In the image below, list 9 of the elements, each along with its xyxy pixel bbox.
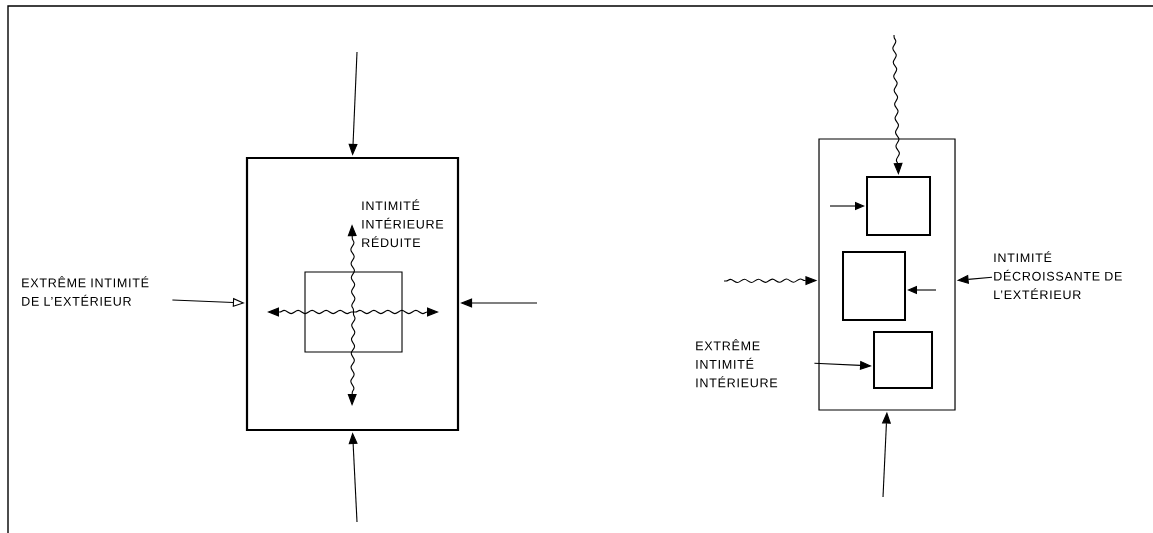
outer-box (818, 138, 956, 411)
text-label: EXTRÊME INTIMITÉ INTÉRIEURE (696, 339, 778, 388)
inner-box (873, 331, 933, 389)
inner-box (842, 251, 906, 321)
inner-box (304, 271, 403, 353)
outer-box (245, 156, 460, 432)
inner-box (866, 176, 931, 236)
text-label: INTIMITÉ DÉCROISSANTE DE L’EXTÉRIEUR (994, 251, 1122, 300)
text-label: EXTRÊME INTIMITÉ DE L’EXTÉRIEUR (22, 276, 149, 306)
